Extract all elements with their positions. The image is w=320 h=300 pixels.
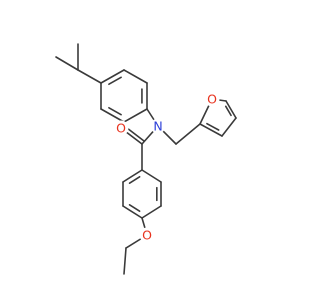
double-bond-a1-a2 (108, 76, 122, 86)
double-bond-f2-f3 (206, 122, 220, 131)
bond-b3-b4 (141, 205, 162, 219)
bond-ch2b-f2 (175, 123, 201, 145)
double-bond-b4-b5 (128, 204, 141, 213)
double-bond-a5-a6 (108, 106, 122, 116)
carbonyl-oxygen-atom: O (113, 120, 129, 136)
bond-f2-f3 (199, 123, 223, 137)
ether-oxygen-label: O (142, 228, 152, 243)
double-bond-f4-f5 (224, 105, 232, 117)
bond-f4-f5 (225, 100, 237, 119)
bond-b6-b1 (122, 169, 143, 183)
bond-b4-b5 (122, 205, 143, 219)
ether-oxygen-atom: O (139, 227, 155, 243)
bond-f3-f4 (221, 117, 237, 137)
bond-b1-b2 (141, 169, 162, 183)
bond-a1-a2 (100, 69, 125, 84)
atom-labels: O N O O (113, 91, 220, 243)
double-bond-b1-b6 (128, 175, 141, 184)
furan-oxygen-label: O (207, 92, 217, 107)
furan-oxygen-atom: O (204, 91, 220, 107)
amide-nitrogen-label: N (153, 119, 162, 134)
bond-a5-a6 (100, 108, 125, 123)
bond-iPrCH-a1 (77, 69, 102, 84)
carbonyl-oxygen-label: O (116, 121, 126, 136)
bond-a4-a5 (123, 108, 148, 123)
bond-iPrCH-iPrMe1 (55, 56, 79, 71)
structure-diagram: O N O O (55, 43, 237, 275)
bond-a2-a3 (123, 69, 148, 84)
amide-nitrogen-atom: N (150, 118, 166, 134)
bond-e1-e2 (123, 247, 127, 275)
